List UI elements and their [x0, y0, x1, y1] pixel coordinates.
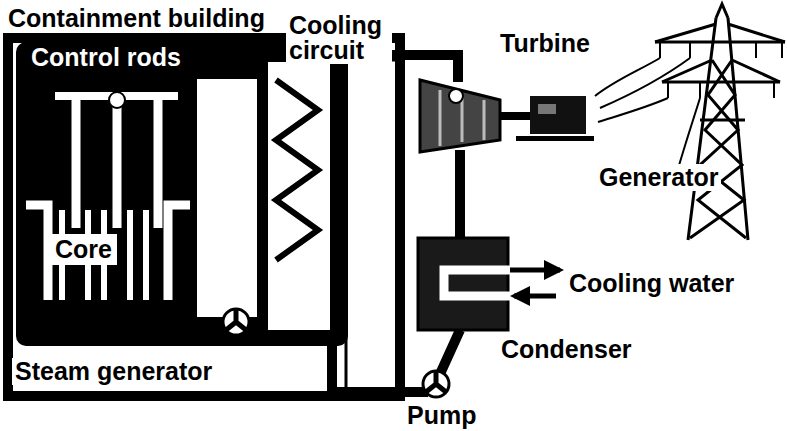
part-label: Steam generator: [12, 358, 215, 385]
part-label: Cooling circuit: [286, 12, 392, 64]
core-label-box: Core: [50, 234, 117, 265]
condenser-symbol: [418, 238, 510, 330]
cooling-water-out: [510, 268, 560, 273]
part-label: Control rods: [28, 44, 184, 71]
primary-pump: [223, 309, 249, 335]
generator-symbol: [516, 96, 594, 141]
cooling-water-in: [514, 294, 556, 299]
primary-loop-gap: [196, 78, 258, 318]
part-label: Condenser: [498, 336, 635, 363]
part-label: Cooling water: [566, 270, 737, 297]
part-label: Turbine: [497, 30, 593, 57]
part-label: Generator: [596, 164, 721, 191]
part-label: Pump: [404, 402, 479, 429]
secondary-loop-outline: [346, 60, 400, 390]
box-text: Core: [50, 234, 117, 265]
feed-pump: [423, 371, 449, 397]
containment-wall: [8, 38, 400, 396]
transmission-tower: [655, 4, 785, 240]
box-heading: Containment building: [6, 6, 267, 31]
reactor-vessel: [16, 42, 348, 346]
control-rods: [55, 92, 178, 228]
steam-generator-coil: [276, 80, 318, 260]
turbine-symbol: [420, 80, 500, 152]
turbine-shaft: [500, 112, 530, 120]
reactor-core: [26, 205, 190, 300]
steam-generator-shell: [266, 60, 332, 332]
